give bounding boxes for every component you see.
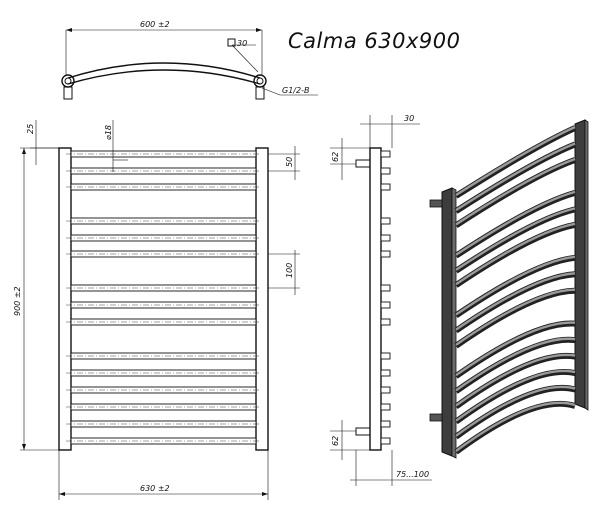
- dim-side-offset-top: 62: [331, 152, 340, 162]
- side-collector: [369, 147, 382, 451]
- side-stubs: [380, 150, 391, 445]
- side-pipe-stub: [380, 420, 391, 428]
- top-view: 600 ±2 30 G1/2-B: [61, 20, 318, 100]
- product-title: Calma 630x900: [288, 29, 460, 53]
- dim-pitch-50: 50: [285, 157, 294, 167]
- iso-pipe-highlight: [455, 272, 576, 331]
- side-pipe-stub: [380, 217, 391, 225]
- dim-pipe-diameter: ⌀18: [104, 125, 113, 140]
- iso-pipe-highlight: [455, 353, 576, 407]
- dim-side-offset-bottom: 62: [331, 436, 340, 446]
- left-collector: [58, 147, 72, 451]
- iso-pipe-highlight: [455, 369, 576, 422]
- iso-pipe-highlight: [455, 222, 576, 286]
- iso-pipe-highlight: [455, 288, 576, 346]
- side-pipe-stub: [380, 301, 391, 309]
- iso-pipe-highlight: [455, 125, 576, 197]
- iso-pipe-highlight: [455, 321, 576, 377]
- side-pipe-stub: [380, 234, 391, 242]
- dim-total-height: 900 ±2: [13, 286, 22, 316]
- side-pipe-stub: [380, 369, 391, 377]
- iso-pipe-highlight: [455, 385, 576, 437]
- side-pipe-stub: [380, 403, 391, 411]
- dim-wall-distance: 75...100: [396, 470, 429, 479]
- iso-pipe-highlight: [455, 337, 576, 392]
- side-pipe-stub: [380, 386, 391, 394]
- iso-pipe-highlight: [455, 142, 576, 212]
- iso-pipes: [454, 125, 577, 455]
- iso-pipe-highlight: [455, 157, 576, 226]
- dim-total-width: 630 ±2: [140, 484, 170, 493]
- front-pipes: [66, 150, 261, 445]
- iso-pipe-highlight: [455, 190, 576, 256]
- dim-thread: G1/2-B: [282, 86, 309, 95]
- iso-pipe-highlight: [455, 207, 576, 271]
- dim-pipe-offset: 25: [26, 124, 35, 134]
- dim-pitch-100: 100: [285, 263, 294, 278]
- side-pipe-stub: [380, 352, 391, 360]
- side-pipe-stub: [380, 284, 391, 292]
- dim-side-depth: 30: [404, 114, 414, 123]
- right-collector: [255, 147, 269, 451]
- side-view: 30 62 62 75...100: [330, 114, 432, 486]
- side-pipe-stub: [380, 167, 391, 175]
- iso-pipe-highlight: [455, 401, 576, 452]
- side-pipe-stub: [380, 150, 391, 158]
- side-pipe-stub: [380, 437, 391, 445]
- iso-pipe-highlight: [455, 255, 576, 316]
- dim-top-width: 600 ±2: [140, 20, 170, 29]
- perspective-view: [429, 119, 589, 459]
- side-pipe-stub: [380, 183, 391, 191]
- side-pipe-stub: [380, 250, 391, 258]
- front-view: 900 ±2 25 ⌀18 50 100 630 ±2: [13, 120, 300, 500]
- dim-square-30: 30: [237, 39, 247, 48]
- side-pipe-stub: [380, 318, 391, 326]
